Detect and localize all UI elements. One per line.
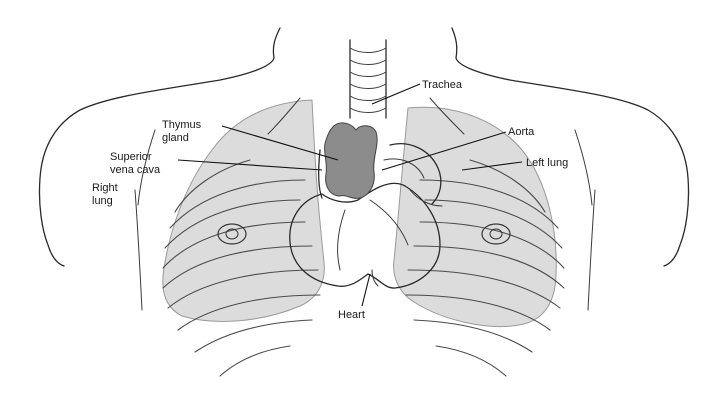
- label-right-lung-line2: lung: [92, 195, 113, 207]
- left-lung-leader: [461, 161, 523, 171]
- right-lung: [162, 99, 325, 322]
- label-right-lung-line1: Right: [92, 182, 118, 194]
- right-nipple: [217, 223, 247, 245]
- left-nipple: [481, 223, 511, 245]
- aorta-leader: [381, 131, 507, 171]
- thymus-leader: [221, 125, 339, 161]
- heart: [289, 182, 441, 289]
- label-thymus-line1: Thymus: [162, 119, 202, 131]
- label-heart: Heart: [338, 309, 365, 321]
- thymus-gland: [324, 122, 378, 199]
- label-svc-line1: Superior: [110, 151, 152, 163]
- label-svc-line2: vena cava: [110, 164, 161, 176]
- heart-leader: [361, 273, 371, 307]
- svc-leader: [177, 159, 323, 171]
- label-aorta: Aorta: [508, 126, 535, 138]
- label-left-lung: Left lung: [526, 157, 568, 169]
- body-outline: [38, 27, 690, 311]
- trachea-leader: [371, 83, 421, 105]
- trachea: [349, 39, 387, 119]
- left-lung: [393, 106, 557, 327]
- label-trachea: Trachea: [422, 79, 463, 91]
- label-thymus-line2: gland: [162, 132, 189, 144]
